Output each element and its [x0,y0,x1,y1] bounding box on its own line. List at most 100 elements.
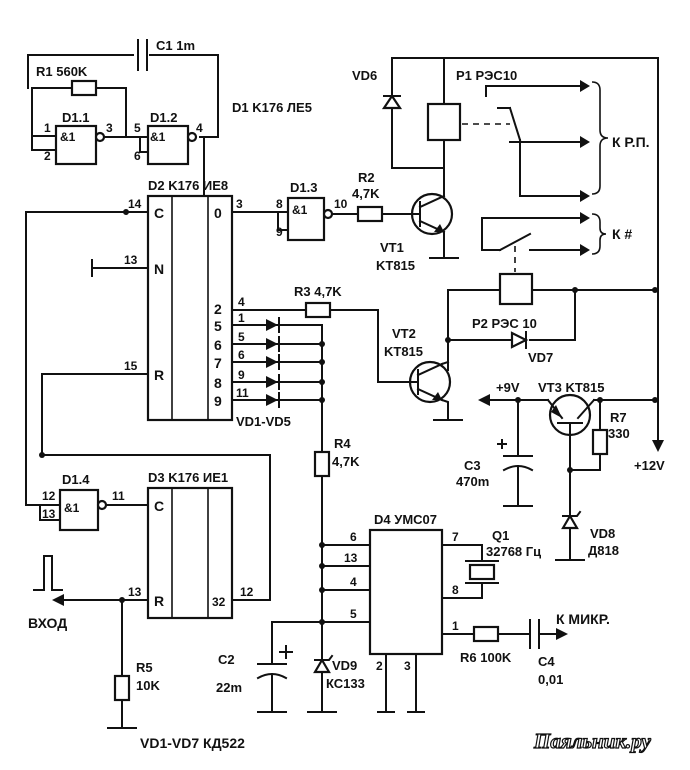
d1-title: D1 K176 ЛЕ5 [232,100,312,115]
vd9-label: VD9 [332,658,357,673]
pin-label: 3 [106,121,113,135]
d1-2-gate [146,124,198,166]
d3-counter [146,486,234,620]
r5-label: R5 [136,660,153,675]
pin-label: 14 [128,197,142,211]
vt2-transistor [408,360,463,421]
pin-label: 5 [238,330,245,344]
d1-3-gate [277,196,334,242]
relay-p2-contacts [481,212,607,272]
plus12-label: +12V [634,458,665,473]
k-mikr-label: К МИКР. [556,611,610,627]
r1-resistor [70,79,98,97]
d1-4-symbol: &1 [64,501,80,515]
vhod-label: ВХОД [28,615,67,631]
d1-4-label: D1.4 [62,472,90,487]
r7-value: 330 [608,426,630,441]
pin-label: 1 [238,311,245,325]
pin-label: 1 [452,619,459,633]
pin-label: 32 [212,595,226,609]
vt1-transistor [410,169,459,259]
relay-p2 [445,272,659,371]
d4-chip [271,528,568,713]
pin-label: 6 [350,530,357,544]
pin-label: 13 [42,507,56,521]
vd8-type: Д818 [588,543,619,558]
c2-value: 22m [216,680,242,695]
d1-1-symbol: &1 [60,130,76,144]
footer-note: VD1-VD7 КД522 [140,735,245,751]
pin-label: 11 [112,489,125,503]
d3-label: D3 K176 ИЕ1 [148,470,228,485]
c3-label: C3 [464,458,481,473]
q1-label: Q1 [492,528,509,543]
pin-label: 13 [128,585,142,599]
pin-label: 9 [238,368,245,382]
pin-label: 5 [134,121,141,135]
c4-label: C4 [538,654,555,669]
pin-label: 9 [214,393,222,409]
pin-label: 8 [276,197,283,211]
pin-label: 8 [452,583,459,597]
p1-label: P1 РЭС10 [456,68,517,83]
pin-label: 2 [214,301,222,317]
d1-2-label: D1.2 [150,110,177,125]
pin-label: 2 [44,149,51,163]
d2-label: D2 K176 ИЕ8 [148,178,228,193]
pin-label: 4 [196,121,203,135]
pin-label: 6 [214,337,222,353]
pin-label: 13 [124,253,138,267]
r3-label: R3 4,7K [294,284,342,299]
pin-label: N [154,261,164,277]
pin-label: 4 [238,295,245,309]
pin-label: 1 [44,121,51,135]
pin-label: C [154,205,164,221]
vt2-label: VT2 [392,326,416,341]
c1-label: C1 1m [156,38,195,53]
r4-value: 4,7K [332,454,360,469]
d2-counter [91,194,234,422]
khash-label: К # [612,226,632,242]
r6-label: R6 100K [460,650,512,665]
pin-label: R [154,367,164,383]
pin-label: 0 [214,205,222,221]
r1-label: R1 560K [36,64,88,79]
d1-3-symbol: &1 [292,203,308,217]
d4-label: D4 УМС07 [374,512,437,527]
p2-label: P2 РЭС 10 [472,316,537,331]
vt3-label: VT3 KT815 [538,380,604,395]
vt1-label: VT1 [380,240,404,255]
reset-line [41,373,271,601]
vd9-type: КС133 [326,676,365,691]
r5-value: 10K [136,678,160,693]
pin-label: 12 [42,489,56,503]
watermark: Паяльник.ру [533,729,651,753]
krp-label: К Р.П. [612,134,650,150]
pin-label: C [154,498,164,514]
pin-label: R [154,593,164,609]
pin-label: 6 [238,348,245,362]
pin-label: 4 [350,575,357,589]
clock-line [25,211,41,506]
c3-capacitor [497,399,534,507]
pin-label: 7 [214,355,222,371]
r4-label: R4 [334,436,351,451]
vd6-label: VD6 [352,68,377,83]
pin-label: 15 [124,359,138,373]
c2-vd9 [256,621,337,713]
q1-value: 32768 Гц [486,544,541,559]
pin-label: 6 [134,149,141,163]
pin-label: 7 [452,530,459,544]
pin-label: 10 [334,197,348,211]
pin-label: 11 [236,386,249,400]
vd8-label: VD8 [590,526,615,541]
d1-1-label: D1.1 [62,110,89,125]
pin-label: 5 [350,607,357,621]
vd1-vd5-label: VD1-VD5 [236,414,291,429]
c1-capacitor [137,39,148,71]
d1-1-gate [54,124,106,166]
d1-2-symbol: &1 [150,130,166,144]
diodes-vd1-vd5 [231,317,325,453]
c3-value: 470m [456,474,489,489]
